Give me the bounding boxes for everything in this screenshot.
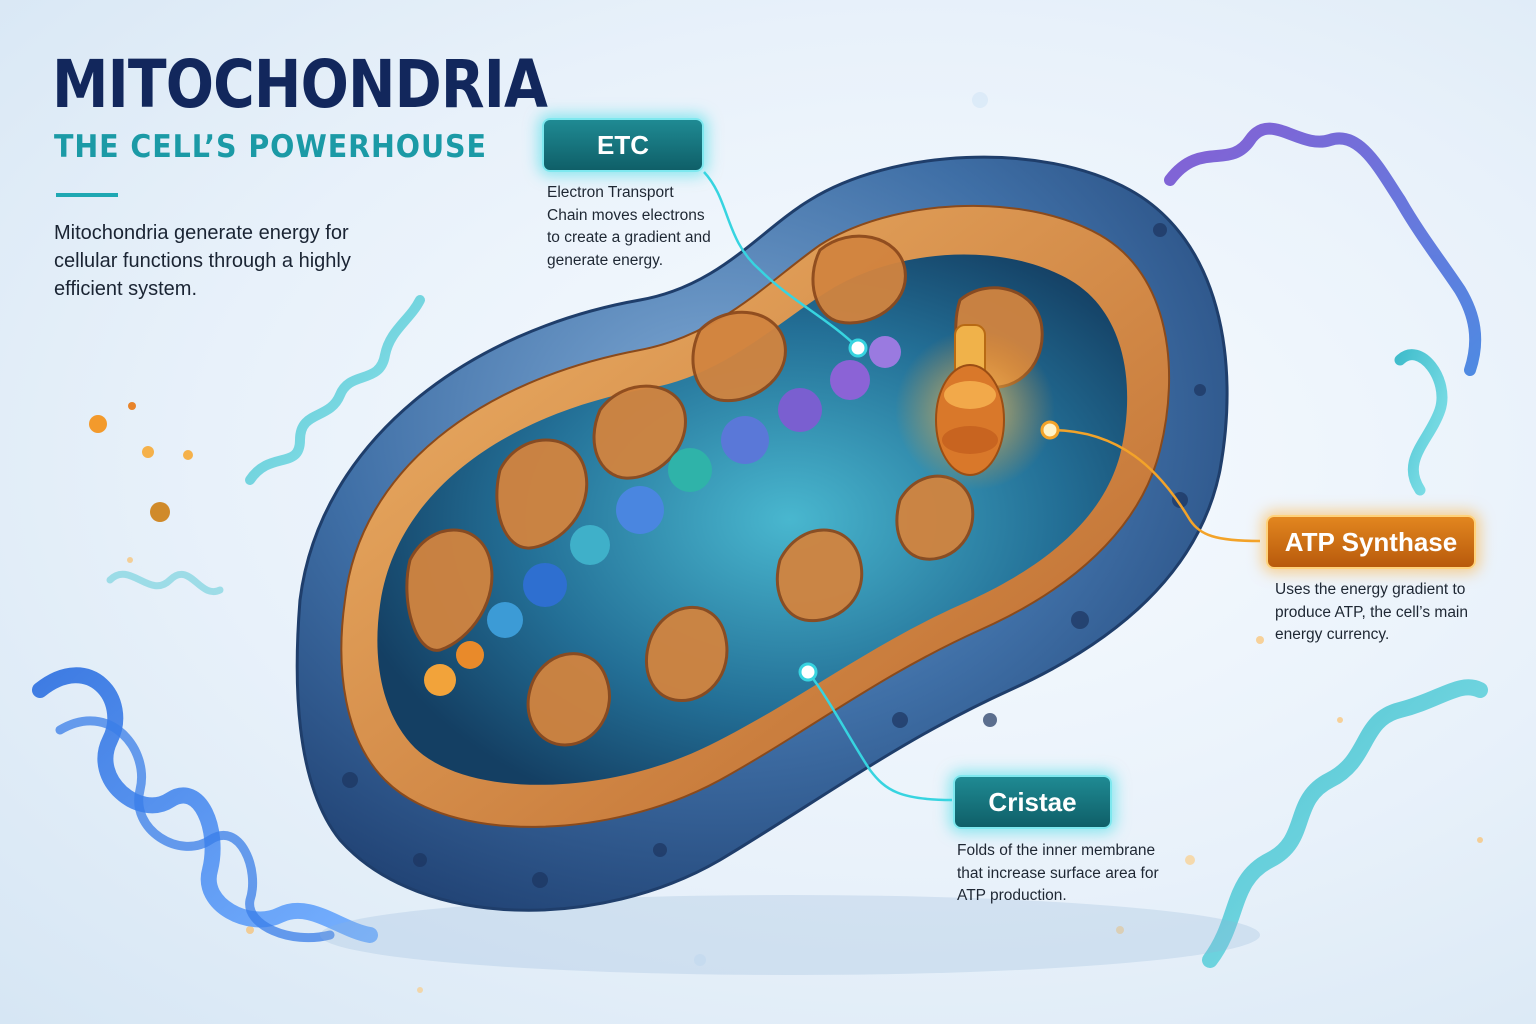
page-title: MITOCHONDRIA — [52, 46, 548, 123]
title-divider — [56, 193, 118, 197]
atp-synthase-tag: ATP Synthase — [1266, 515, 1476, 569]
background-bokeh — [127, 92, 1483, 993]
etc-tag: ETC — [542, 118, 704, 172]
page-subtitle: THE CELL’S POWERHOUSE — [54, 129, 487, 165]
intro-text: Mitochondria generate energy for cellula… — [54, 222, 351, 300]
etc-pointer-dot — [848, 338, 868, 358]
atp-pointer-dot — [1040, 420, 1060, 440]
floating-molecules — [89, 402, 193, 522]
protein-helix-upper-right — [1164, 122, 1482, 496]
cristae-description: Folds of the inner membrane that increas… — [957, 842, 1159, 904]
protein-helix-lower-right — [1202, 679, 1488, 968]
protein-helix-upper-left — [106, 295, 425, 596]
atp-leader-line — [1049, 428, 1261, 543]
cristae-leader-line — [807, 671, 953, 802]
etc-description: Electron Transport Chain moves electrons… — [547, 184, 711, 269]
atp-synthase-description: Uses the energy gradient to produce ATP,… — [1275, 581, 1469, 643]
membrane-pores — [342, 223, 1206, 888]
mitochondrion — [295, 155, 1260, 975]
etc-protein-chain — [424, 336, 901, 696]
dna-helix-left — [32, 667, 378, 943]
atp-synthase-complex — [895, 324, 1055, 490]
cristae-tag: Cristae — [953, 775, 1112, 829]
etc-leader-line — [703, 171, 859, 349]
leader-lines — [703, 171, 1261, 802]
cristae-pointer-dot — [798, 662, 818, 682]
